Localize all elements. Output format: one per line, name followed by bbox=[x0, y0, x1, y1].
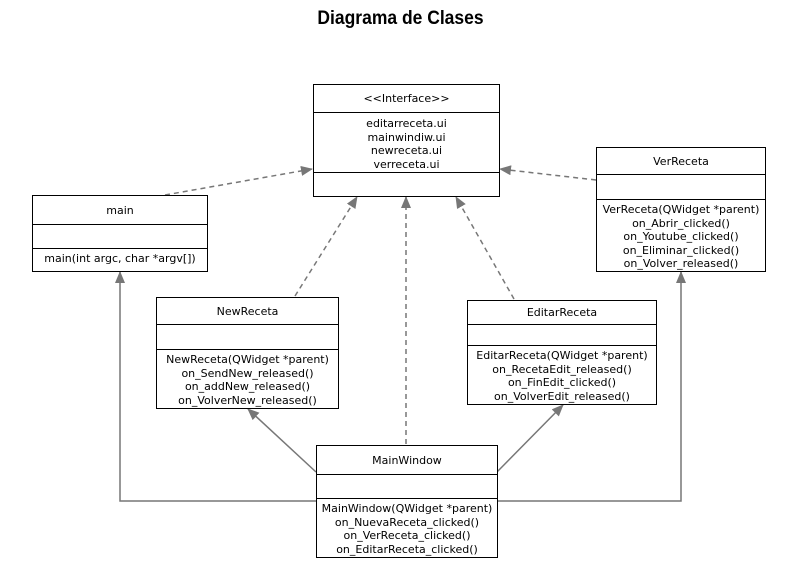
operation: on_addNew_released() bbox=[184, 380, 311, 393]
class-main-attributes bbox=[33, 224, 207, 248]
class-mainwindow: MainWindow MainWindow(QWidget *parent) o… bbox=[316, 445, 498, 558]
operation: on_FinEdit_clicked() bbox=[507, 376, 617, 389]
realization-editarreceta-to-interface bbox=[455, 196, 515, 300]
operation: on_Volver_released() bbox=[623, 257, 739, 270]
operation: MainWindow(QWidget *parent) bbox=[321, 502, 493, 515]
class-verreceta-attributes bbox=[597, 174, 765, 199]
operation: on_EditarReceta_clicked() bbox=[336, 542, 478, 556]
operation: on_NuevaReceta_clicked() bbox=[334, 515, 480, 529]
attribute: newreceta.ui bbox=[370, 144, 443, 157]
class-editarreceta-operations: EditarReceta(QWidget *parent) on_RecetaE… bbox=[468, 345, 656, 404]
realization-main-to-interface bbox=[164, 165, 313, 196]
class-newreceta-name: NewReceta bbox=[216, 304, 279, 318]
operation: on_Youtube_clicked() bbox=[623, 230, 739, 243]
operation: on_RecetaEdit_released() bbox=[492, 362, 632, 376]
attribute: editarreceta.ui bbox=[366, 117, 447, 130]
class-mainwindow-operations: MainWindow(QWidget *parent) on_NuevaRece… bbox=[317, 498, 497, 557]
association-mainwindow-to-newreceta bbox=[247, 408, 317, 473]
operation: NewReceta(QWidget *parent) bbox=[166, 353, 329, 366]
class-editarreceta-attributes bbox=[468, 324, 656, 345]
operation: main(int argc, char *argv[]) bbox=[44, 252, 196, 265]
class-editarreceta: EditarReceta EditarReceta(QWidget *paren… bbox=[467, 300, 657, 405]
class-newreceta: NewReceta NewReceta(QWidget *parent) on_… bbox=[156, 297, 339, 409]
class-newreceta-operations: NewReceta(QWidget *parent) on_SendNew_re… bbox=[157, 349, 338, 408]
operation: on_SendNew_released() bbox=[181, 366, 314, 380]
class-interface: <<Interface>> editarreceta.ui mainwindiw… bbox=[313, 84, 500, 197]
operation: on_VolverEdit_released() bbox=[494, 389, 630, 403]
class-editarreceta-name: EditarReceta bbox=[526, 306, 598, 319]
class-verreceta-operations: VerReceta(QWidget *parent) on_Abrir_clic… bbox=[597, 199, 765, 271]
class-interface-operations bbox=[314, 172, 499, 196]
class-main-name: main bbox=[106, 203, 134, 217]
association-mainwindow-to-verreceta bbox=[497, 271, 686, 502]
operation: on_Abrir_clicked() bbox=[632, 216, 730, 230]
class-main: main main(int argc, char *argv[]) bbox=[32, 195, 208, 272]
operation: VerReceta(QWidget *parent) bbox=[602, 203, 760, 216]
operation: on_VolverNew_released() bbox=[178, 393, 317, 407]
association-mainwindow-to-editarreceta bbox=[496, 404, 564, 473]
operation: EditarReceta(QWidget *parent) bbox=[476, 349, 648, 362]
diagram-title: Diagrama de Clases bbox=[317, 8, 484, 29]
attribute: verreceta.ui bbox=[373, 157, 440, 171]
association-mainwindow-to-main bbox=[115, 271, 318, 502]
class-mainwindow-attributes bbox=[317, 474, 497, 498]
class-mainwindow-name: MainWindow bbox=[372, 453, 442, 467]
class-main-operations: main(int argc, char *argv[]) bbox=[33, 248, 207, 271]
operation: on_VerReceta_clicked() bbox=[343, 529, 471, 542]
operation: on_Eliminar_clicked() bbox=[622, 243, 740, 257]
realization-newreceta-to-interface bbox=[294, 196, 358, 297]
attribute: mainwindiw.ui bbox=[367, 130, 446, 144]
class-interface-attributes: editarreceta.ui mainwindiw.ui newreceta.… bbox=[314, 112, 499, 172]
class-verreceta-name: VerReceta bbox=[653, 154, 709, 168]
class-verreceta: VerReceta VerReceta(QWidget *parent) on_… bbox=[596, 147, 766, 272]
class-interface-name: <<Interface>> bbox=[363, 92, 450, 105]
realization-verreceta-to-interface bbox=[499, 165, 597, 181]
class-newreceta-attributes bbox=[157, 324, 338, 349]
